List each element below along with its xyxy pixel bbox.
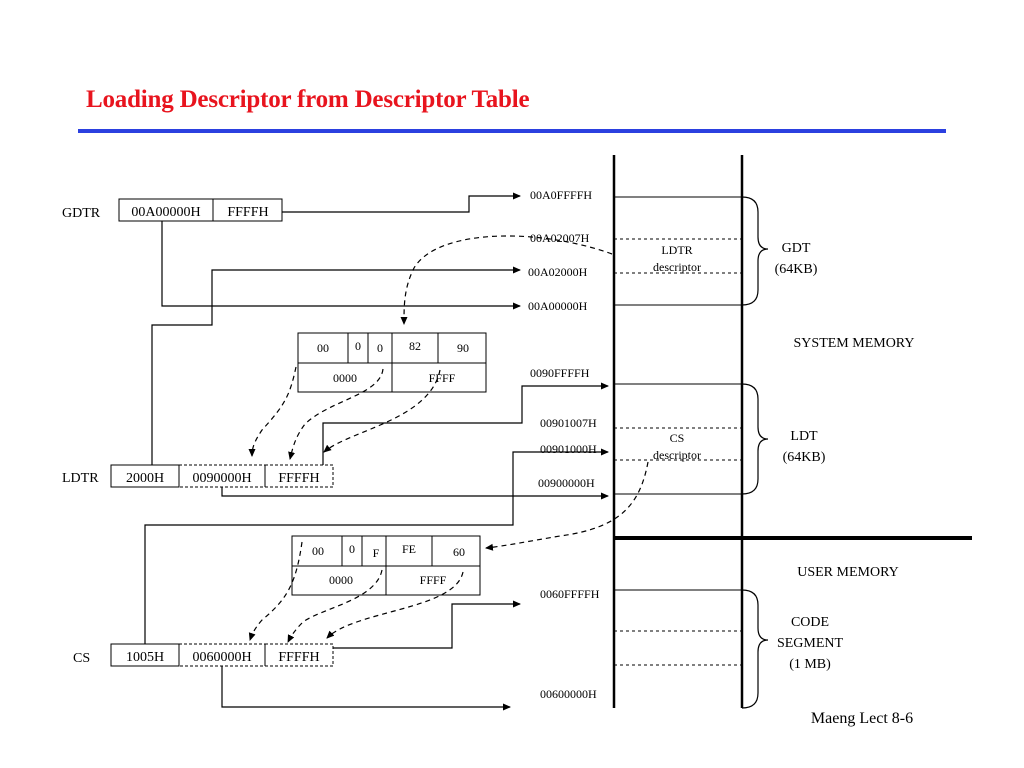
code-size-label: (1 MB) [789, 657, 831, 672]
gdtr-base-arrow [161, 221, 521, 310]
ldt-label: LDT [790, 429, 818, 444]
ldt-desc-limit-low: FFFF [429, 371, 456, 385]
ldtr-descriptor-label-2: descriptor [653, 260, 701, 274]
gdtr-limit-arrow [282, 192, 521, 213]
addr-gdt-base: 00A00000H [528, 299, 588, 313]
cs-descriptor-label-1: CS [670, 431, 685, 445]
ldtr-limit-arrow [322, 382, 609, 465]
gdtr-limit: FFFFH [227, 205, 268, 220]
ldt-brace [741, 383, 769, 495]
ldtr-selector-arrow [151, 266, 521, 465]
cs-base-arrow [221, 666, 511, 711]
cs-desc-limit-low: FFFF [420, 573, 447, 587]
cs-desc-byte3: 60 [453, 545, 465, 559]
cs-base: 0060000H [192, 650, 251, 665]
ldtr-descriptor-label-1: LDTR [661, 243, 692, 257]
ldt-desc-base-arrow-2 [288, 368, 384, 460]
cs-limit: FFFFH [278, 650, 319, 665]
cs-desc-base-arrow-2 [287, 569, 383, 643]
cs-selector-arrow [144, 448, 609, 644]
ldt-desc-byte5: 0 [377, 341, 383, 355]
memory-column [612, 155, 972, 708]
ldtr-name: LDTR [62, 471, 99, 486]
ldt-desc-limit-arrow [323, 369, 441, 453]
cs-desc-byte5: F [373, 546, 380, 560]
cs-selector: 1005H [126, 650, 164, 665]
cs-desc-byte4: FE [402, 542, 416, 556]
gdtr-register: GDTR 00A00000H FFFFH [62, 198, 283, 222]
system-memory-label: SYSTEM MEMORY [794, 336, 915, 351]
ldt-desc-byte4: 82 [409, 339, 421, 353]
user-memory-label: USER MEMORY [797, 565, 899, 580]
addr-ldt-top: 0090FFFFH [530, 366, 590, 380]
ldt-desc-byte3: 90 [457, 341, 469, 355]
ldt-desc-byte6: 0 [355, 339, 361, 353]
cs-descriptor-label-2: descriptor [653, 448, 701, 462]
addr-code-base: 00600000H [540, 687, 597, 701]
addr-gdt-ldtr-base: 00A02000H [528, 265, 588, 279]
addr-gdt-ldtr-top: 00A02007H [530, 231, 590, 245]
gdt-brace [741, 196, 769, 306]
cs-desc-byte7: 00 [312, 544, 324, 558]
addr-code-top: 0060FFFFH [540, 587, 600, 601]
segment-label: SEGMENT [777, 636, 844, 651]
ldt-size-label: (64KB) [783, 450, 826, 465]
cs-desc-base-low: 0000 [329, 573, 353, 587]
code-label: CODE [791, 615, 829, 630]
cs-name: CS [73, 651, 90, 666]
gdt-size-label: (64KB) [775, 262, 818, 277]
code-brace [741, 589, 769, 709]
addr-ldt-cs-base: 00901000H [540, 442, 597, 456]
gdtr-base: 00A00000H [131, 205, 200, 220]
ldt-desc-base-arrow-1 [248, 366, 297, 457]
title-underline [78, 129, 946, 133]
ldtr-descriptor-copy-arrow [400, 235, 613, 325]
cs-descriptor-copy-arrow [485, 461, 649, 551]
cs-descriptor-table [291, 535, 481, 596]
ldtr-base-arrow [221, 487, 609, 500]
addr-ldt-cs-top: 00901007H [540, 416, 597, 430]
ldt-descriptor-table [297, 332, 487, 393]
ldtr-selector: 2000H [126, 471, 164, 486]
cs-desc-byte6: 0 [349, 542, 355, 556]
slide-footer: Maeng Lect 8-6 [811, 710, 913, 727]
gdtr-name: GDTR [62, 206, 101, 221]
ldt-desc-byte7: 00 [317, 341, 329, 355]
ldtr-base: 0090000H [192, 471, 251, 486]
ldtr-limit: FFFFH [278, 471, 319, 486]
cs-limit-arrow [333, 600, 521, 649]
ldtr-register: LDTR 2000H 0090000H FFFFH [62, 464, 334, 488]
cs-desc-limit-arrow [326, 571, 464, 639]
ldt-desc-base-low: 0000 [333, 371, 357, 385]
cs-register: CS 1005H 0060000H FFFFH [73, 643, 334, 667]
slide-title: Loading Descriptor from Descriptor Table [86, 86, 530, 113]
addr-gdt-top: 00A0FFFFH [530, 188, 592, 202]
addr-ldt-base: 00900000H [538, 476, 595, 490]
cs-desc-base-arrow-1 [248, 541, 303, 641]
gdt-label: GDT [782, 241, 811, 256]
